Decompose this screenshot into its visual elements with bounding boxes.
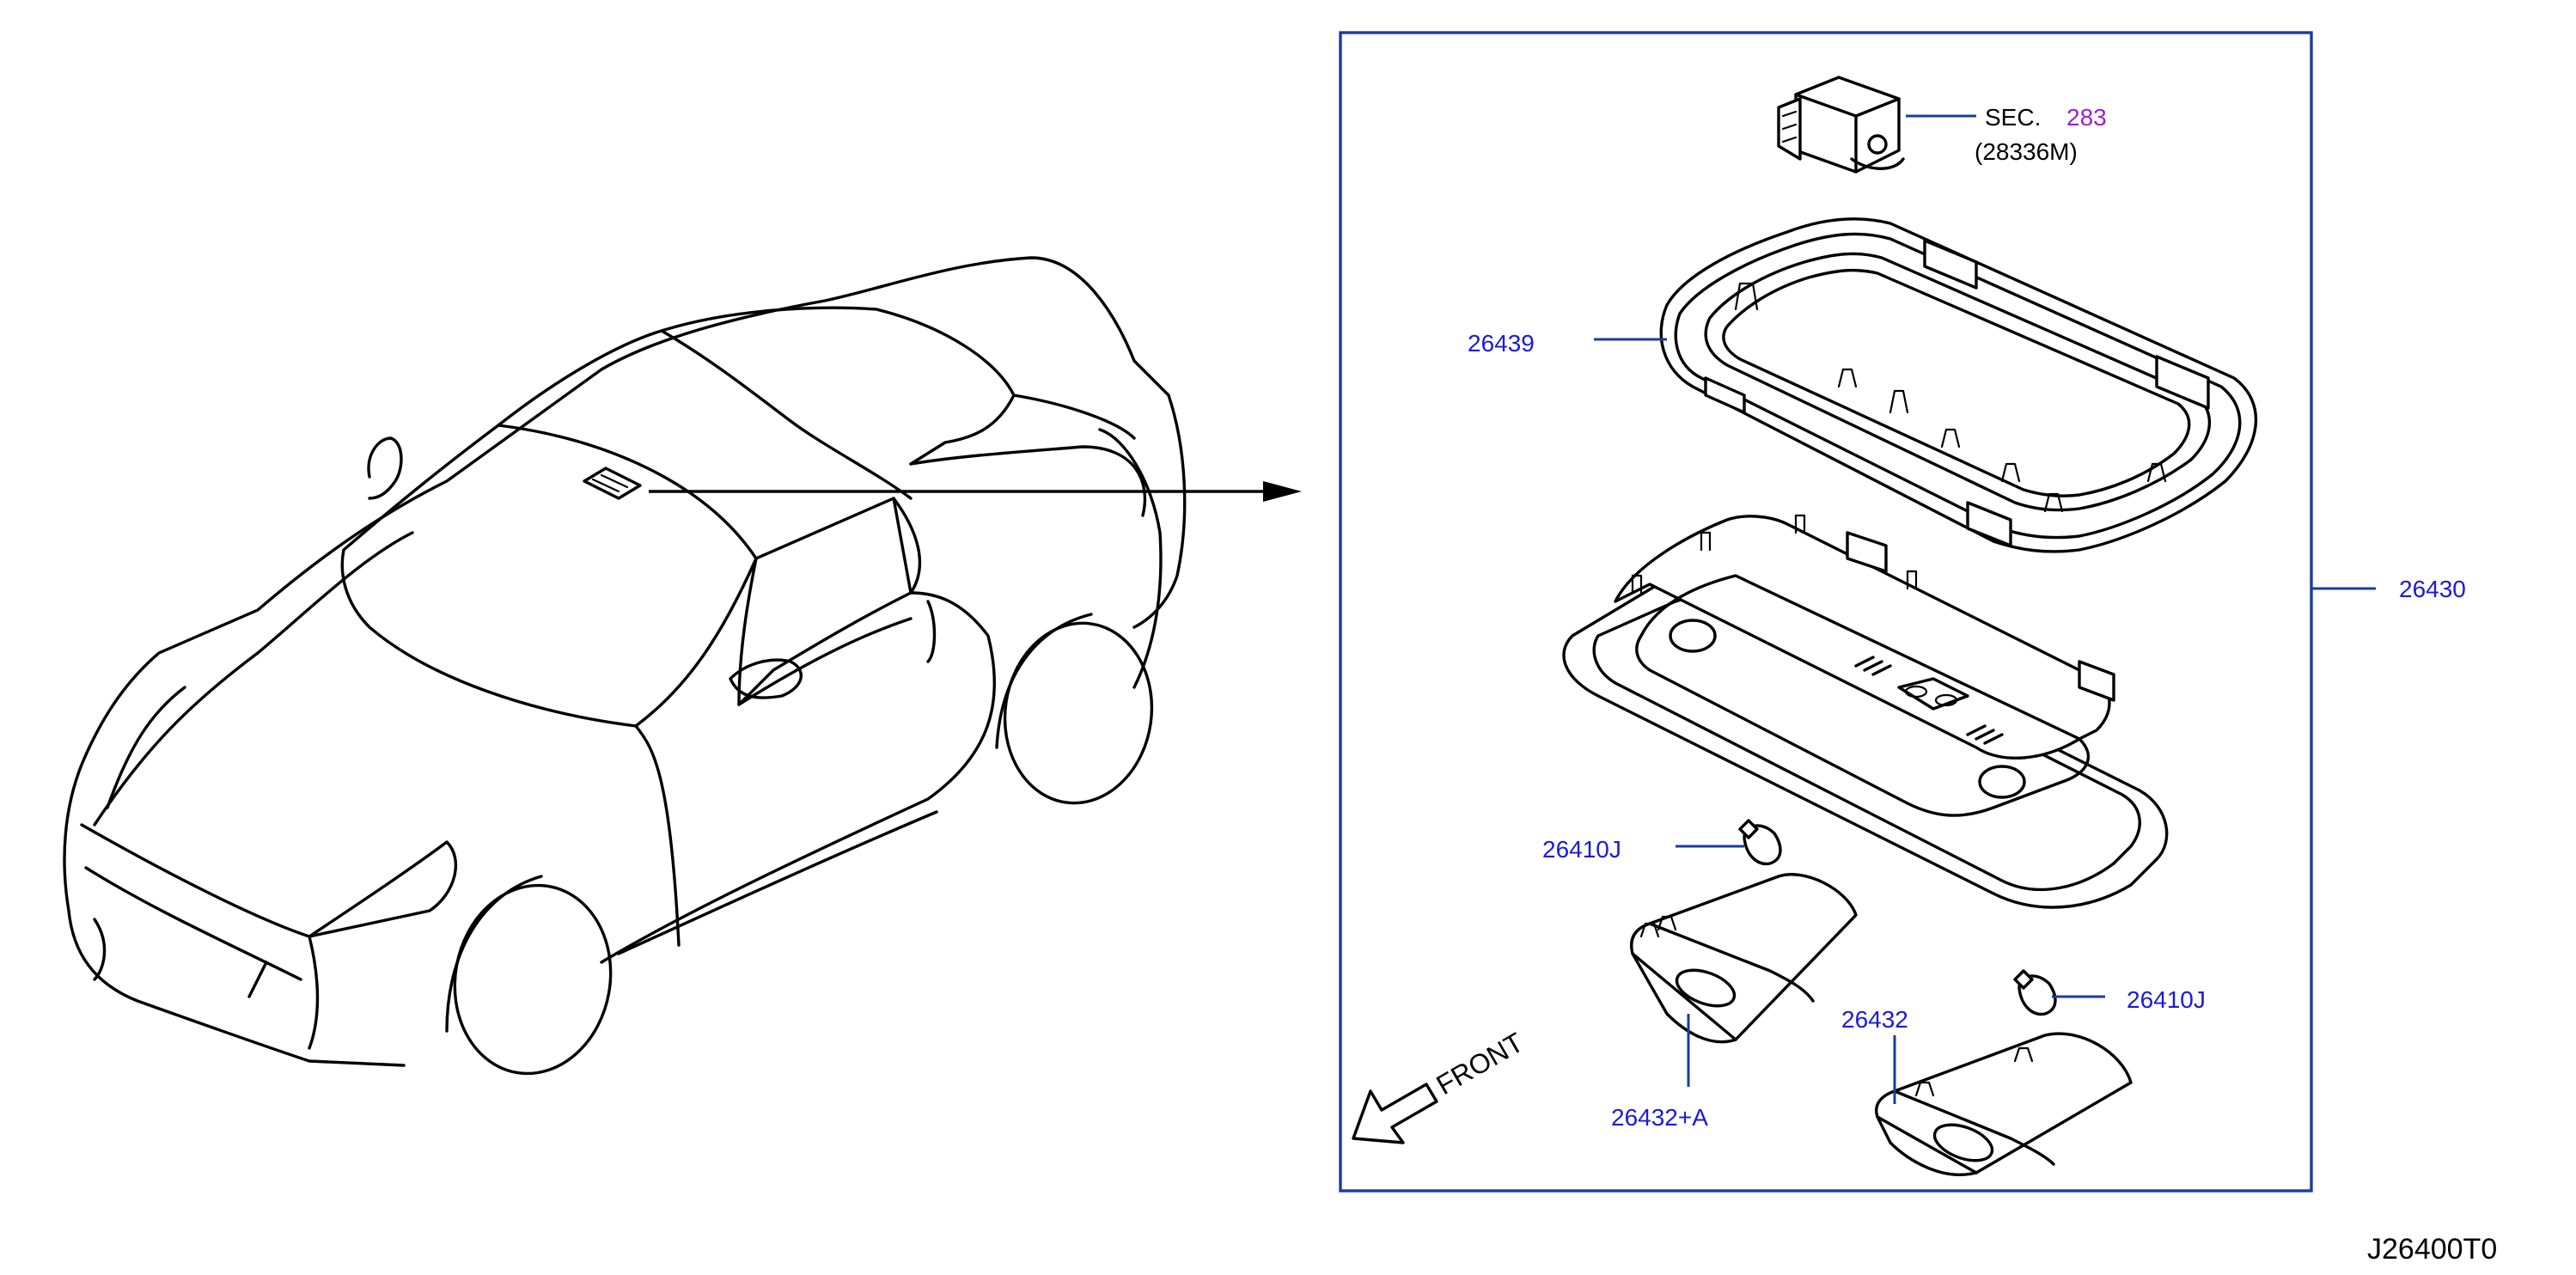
lamp-lens-a	[1630, 873, 1858, 1044]
front-label: FRONT	[1431, 1027, 1529, 1101]
part-label-26439[interactable]: 26439	[1468, 330, 1535, 357]
bulb-right	[2013, 969, 2057, 1016]
part-label-26410j-right[interactable]: 26410J	[2127, 986, 2206, 1013]
pointer-arrow	[649, 481, 1302, 502]
vehicle-illustration	[63, 256, 1187, 1076]
relay-module	[1777, 76, 1905, 174]
lamp-lens	[1875, 1032, 2133, 1176]
part-label-26432a[interactable]: 26432+A	[1611, 1104, 1708, 1131]
section-link-283[interactable]: 283	[2066, 104, 2107, 131]
diagram-code: J26400T0	[2367, 1233, 2497, 1266]
part-label-26432[interactable]: 26432	[1841, 1006, 1908, 1033]
front-direction-arrow: FRONT	[1352, 1027, 1529, 1144]
part-labels: SEC. 283 (28336M) 26439 26430 26410J 264…	[1468, 104, 2466, 1131]
part-label-26430[interactable]: 26430	[2399, 576, 2466, 602]
leader-lines	[1594, 114, 2376, 1104]
bulb-left	[1738, 819, 1782, 866]
map-lamp-housing	[1562, 514, 2169, 909]
part-label-26410j-left[interactable]: 26410J	[1542, 836, 1621, 863]
section-prefix-label: SEC.	[1985, 104, 2041, 131]
exploded-view-frame	[1339, 31, 2313, 1193]
section-sub-label: (28336M)	[1975, 138, 2078, 165]
lamp-seal-frame	[1659, 217, 2258, 553]
